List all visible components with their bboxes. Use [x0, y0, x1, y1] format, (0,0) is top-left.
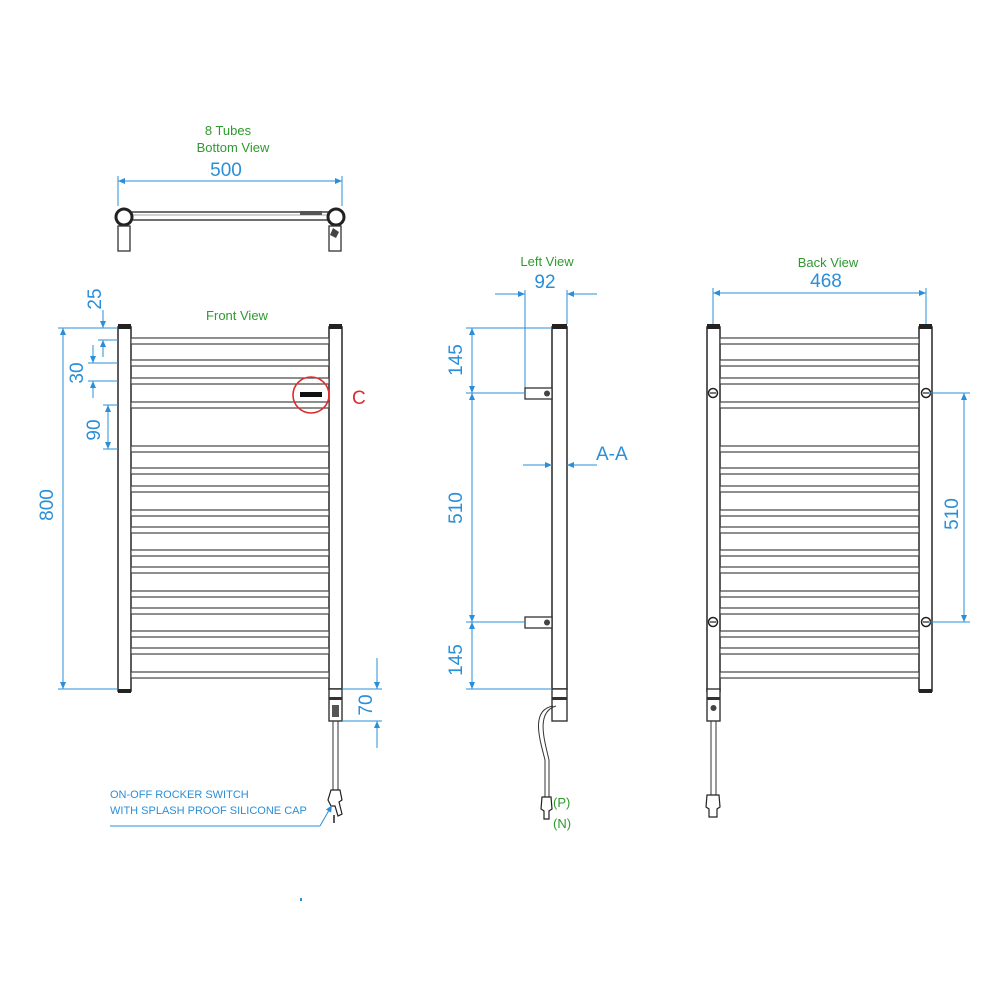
back-tube	[719, 549, 920, 557]
left-cable-b	[542, 705, 557, 797]
section-label: A-A	[596, 444, 628, 465]
left-upper-screw-icon	[544, 390, 550, 397]
left-neutral-label: (N)	[553, 816, 571, 831]
back-tube	[719, 485, 920, 493]
left-view-depth-dim: 92	[534, 272, 555, 293]
left-side-cap	[552, 324, 567, 329]
back-tube	[719, 401, 920, 409]
bottom-left-post	[114, 207, 134, 227]
left-top-dim: 145	[446, 344, 467, 376]
back-plug-icon	[705, 794, 721, 818]
back-tubes	[719, 337, 920, 679]
front-tube	[130, 337, 330, 345]
front-tube	[130, 590, 330, 598]
left-view: Left View 92 (P) (N) 145 510 145	[446, 254, 628, 831]
back-view-width-dim: 468	[810, 271, 842, 292]
left-plug-icon	[540, 796, 553, 820]
front-tube	[130, 566, 330, 574]
front-tube	[130, 549, 330, 557]
back-tube	[719, 630, 920, 638]
front-left-cap	[118, 324, 131, 329]
left-switch-box	[551, 688, 568, 722]
front-tube	[130, 647, 330, 655]
front-top-offset-dim: 25	[85, 288, 106, 309]
front-tube	[130, 630, 330, 638]
front-tube	[130, 607, 330, 615]
front-switch-button-icon	[332, 705, 339, 717]
left-view-title: Left View	[520, 254, 574, 269]
front-tube	[130, 467, 330, 475]
back-left-post	[706, 326, 721, 692]
front-left-post	[117, 326, 132, 692]
bottom-switch-housing	[300, 211, 322, 215]
back-switch-icon	[710, 705, 717, 711]
left-switch-band	[552, 697, 567, 700]
switch-note-line2: WITH SPLASH PROOF SILICONE CAP	[110, 805, 307, 817]
callout-label: C	[352, 388, 366, 409]
bottom-right-post	[326, 207, 346, 227]
front-tube	[130, 401, 330, 409]
back-view-title: Back View	[798, 255, 859, 270]
back-view: Back View 468	[705, 255, 970, 818]
left-bottom-dim: 145	[446, 644, 467, 676]
front-group-gap-dim: 90	[84, 419, 105, 440]
bottom-view-title: Bottom View	[197, 140, 270, 155]
front-view: Front View C	[37, 288, 382, 901]
callout-circle	[292, 376, 330, 414]
front-tube	[130, 445, 330, 453]
rocker-switch-icon	[300, 392, 322, 397]
back-tube	[719, 337, 920, 345]
bottom-view: 8 Tubes Bottom View 500	[114, 123, 346, 252]
back-right-foot	[919, 689, 932, 693]
back-tube	[719, 467, 920, 475]
back-tube	[719, 377, 920, 385]
left-phase-label: (P)	[553, 795, 570, 810]
front-right-cap	[329, 324, 342, 329]
bottom-view-width-dim: 500	[210, 160, 242, 181]
back-right-cap	[919, 324, 932, 329]
back-tube	[719, 647, 920, 655]
front-tube	[130, 526, 330, 534]
left-mid-dim: 510	[446, 492, 467, 524]
front-plug-icon	[327, 789, 343, 817]
back-tube	[719, 526, 920, 534]
front-bottom-height-dim: 70	[356, 694, 377, 715]
front-tube-gap-dim: 30	[67, 362, 88, 383]
front-tube	[130, 509, 330, 517]
back-tube	[719, 445, 920, 453]
front-tube	[130, 485, 330, 493]
stray-mark	[300, 898, 302, 901]
front-tube	[130, 671, 330, 679]
back-tube	[719, 359, 920, 367]
front-height-dim: 800	[37, 489, 58, 521]
back-tube	[719, 566, 920, 574]
back-switch-band	[707, 697, 720, 700]
front-left-foot	[118, 689, 131, 693]
left-lower-screw-icon	[544, 619, 550, 626]
switch-note-leader	[319, 804, 333, 827]
back-mount-dim: 510	[942, 498, 963, 530]
left-side-post	[551, 326, 568, 690]
front-switch-band	[329, 697, 342, 700]
left-cable-a	[538, 705, 554, 797]
switch-note-line1: ON-OFF ROCKER SWITCH	[110, 789, 249, 801]
front-right-post	[328, 326, 343, 690]
back-tube	[719, 509, 920, 517]
back-tube	[719, 671, 920, 679]
bottom-view-tubes-label: 8 Tubes	[205, 123, 252, 138]
front-tubes	[130, 337, 330, 679]
back-right-post	[918, 326, 933, 692]
back-tube	[719, 590, 920, 598]
bottom-left-bracket	[117, 225, 131, 252]
back-left-cap	[707, 324, 720, 329]
front-tube	[130, 377, 330, 385]
front-tube	[130, 359, 330, 367]
front-view-title: Front View	[206, 308, 269, 323]
bottom-plug-icon	[330, 228, 339, 238]
back-tube	[719, 607, 920, 615]
